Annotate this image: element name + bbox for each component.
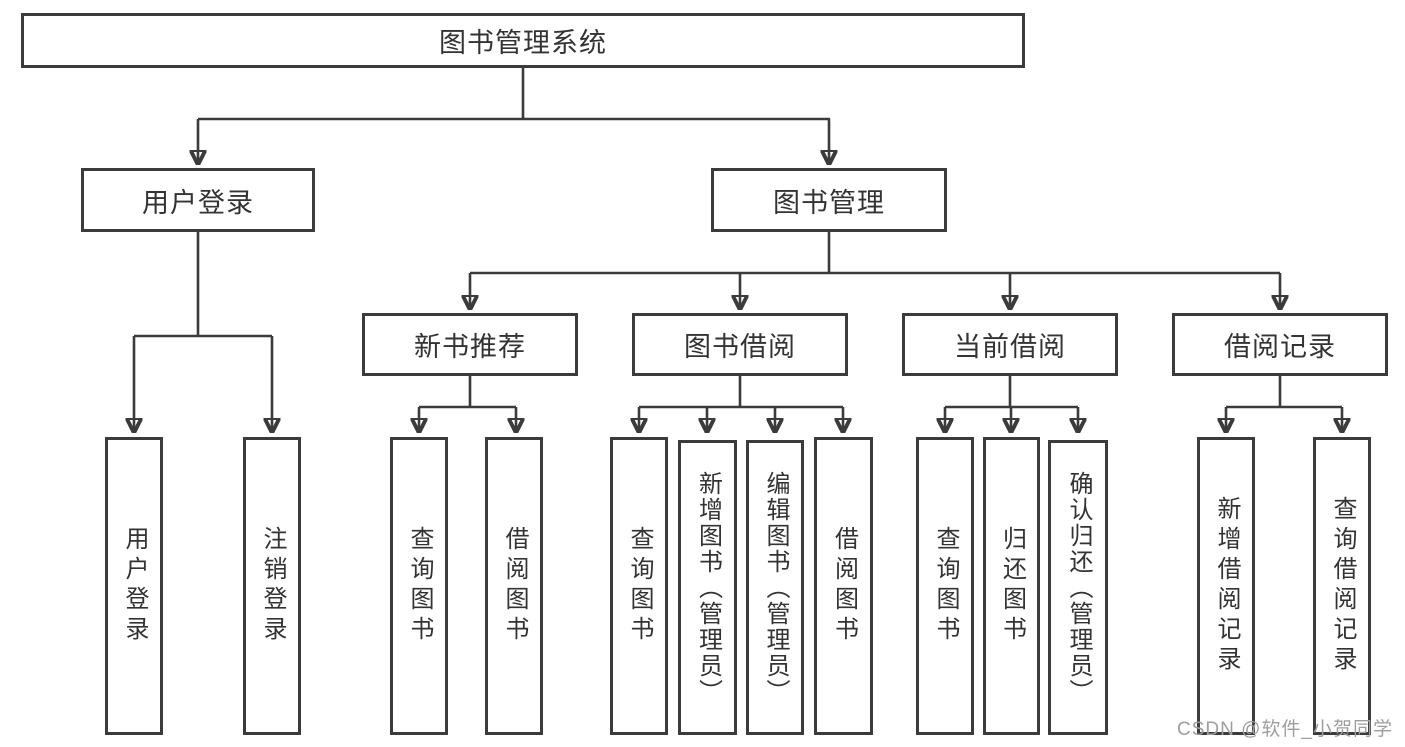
leaf-edit-book-admin: 编辑图书（管理员） <box>746 440 804 735</box>
leaf-query-books-1: 查询图书 <box>390 437 448 735</box>
leaf-label: 确认归还（管理员） <box>1065 470 1092 705</box>
leaf-label: 归还图书 <box>998 526 1026 646</box>
leaf-label: 注销登录 <box>259 526 286 646</box>
leaf-label: 新增图书（管理员） <box>694 470 722 705</box>
leaf-query-borrow-record: 查询借阅记录 <box>1313 437 1371 735</box>
leaf-query-books-2: 查询图书 <box>610 437 668 735</box>
csdn-watermark: CSDN @软件_小贺同学 <box>1177 719 1393 740</box>
node-book-borrow-label: 图书借阅 <box>684 332 796 362</box>
node-borrow-record: 借阅记录 <box>1172 313 1388 376</box>
node-root-label: 图书管理系统 <box>439 28 607 58</box>
leaf-user-login: 用户登录 <box>105 437 163 735</box>
leaf-add-borrow-record: 新增借阅记录 <box>1197 437 1255 735</box>
node-current-borrow: 当前借阅 <box>902 313 1118 376</box>
node-new-book-recommend-label: 新书推荐 <box>414 332 526 362</box>
connector-line-root-split <box>198 68 830 121</box>
leaf-label: 借阅图书 <box>830 526 858 646</box>
node-new-book-recommend: 新书推荐 <box>362 313 578 376</box>
connector-line-currentborrow-split <box>945 376 1078 409</box>
node-root: 图书管理系统 <box>21 13 1025 68</box>
leaf-label: 新增借阅记录 <box>1213 496 1240 676</box>
node-book-management-label: 图书管理 <box>773 187 885 218</box>
connector-line-newbookrec-split <box>419 376 516 409</box>
node-current-borrow-label: 当前借阅 <box>954 332 1066 362</box>
leaf-confirm-return-admin: 确认归还（管理员） <box>1048 440 1108 735</box>
leaf-borrow-books-2: 借阅图书 <box>814 437 873 735</box>
leaf-query-books-3: 查询图书 <box>916 437 974 735</box>
leaf-label: 查询图书 <box>932 526 959 646</box>
leaf-add-book-admin: 新增图书（管理员） <box>678 440 737 735</box>
leaf-label: 查询借阅记录 <box>1329 496 1356 676</box>
leaf-label: 编辑图书（管理员） <box>762 470 789 705</box>
leaf-return-book: 归还图书 <box>983 437 1040 735</box>
leaf-borrow-books-1: 借阅图书 <box>485 437 543 735</box>
leaf-label: 借阅图书 <box>501 526 528 646</box>
leaf-label: 查询图书 <box>406 526 433 646</box>
leaf-label: 查询图书 <box>626 526 653 646</box>
connector-line-bookmgmt-split <box>470 232 1280 275</box>
node-borrow-record-label: 借阅记录 <box>1224 332 1336 362</box>
node-user-login-label: 用户登录 <box>142 187 254 218</box>
connector-line-userlogin-split <box>134 232 272 338</box>
connector-line-borrowrecord-split <box>1226 376 1342 409</box>
node-user-login: 用户登录 <box>81 168 315 232</box>
connector-line-bookborrow-split <box>639 376 843 409</box>
node-book-management: 图书管理 <box>711 168 947 232</box>
leaf-logout: 注销登录 <box>243 437 301 735</box>
node-book-borrow: 图书借阅 <box>632 313 848 376</box>
leaf-label: 用户登录 <box>121 526 148 646</box>
